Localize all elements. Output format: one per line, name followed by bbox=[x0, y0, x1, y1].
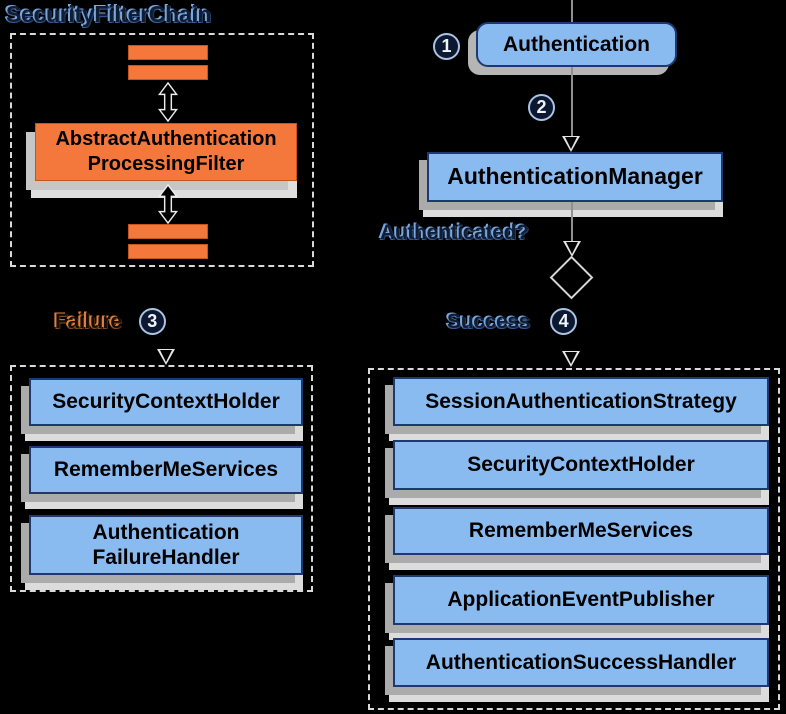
flow-line bbox=[571, 202, 573, 243]
double-arrow-icon bbox=[158, 184, 178, 224]
authentication-manager-node: AuthenticationManager bbox=[427, 152, 723, 202]
security-context-holder-node: SecurityContextHolder bbox=[29, 378, 303, 426]
flow-line bbox=[571, 0, 573, 23]
security-filter-chain-box: AbstractAuthentication ProcessingFilter bbox=[10, 33, 314, 267]
filter-node-line-1: AbstractAuthentication bbox=[55, 128, 277, 150]
node-label-line-1: Authentication bbox=[92, 520, 240, 544]
step-2-badge: 2 bbox=[528, 94, 555, 121]
authentication-failure-handler-node: Authentication FailureHandler bbox=[29, 515, 303, 575]
filter-bar bbox=[128, 224, 208, 239]
filter-node-line-2: ProcessingFilter bbox=[87, 153, 245, 175]
down-arrowhead-icon bbox=[562, 136, 580, 152]
down-arrowhead-icon bbox=[563, 241, 581, 257]
node-label: ApplicationEventPublisher bbox=[447, 588, 715, 612]
node-label: SecurityContextHolder bbox=[52, 390, 280, 414]
node-label-line-2: FailureHandler bbox=[92, 546, 240, 569]
down-arrowhead-icon bbox=[157, 349, 175, 365]
failure-label: Failure bbox=[55, 309, 122, 333]
double-arrow-icon bbox=[158, 82, 178, 122]
remember-me-services-node: RememberMeServices bbox=[393, 507, 769, 555]
node-label: RememberMeServices bbox=[53, 458, 279, 482]
abstract-authentication-processing-filter-node: AbstractAuthentication ProcessingFilter bbox=[35, 123, 297, 181]
authentication-node-label: Authentication bbox=[503, 32, 650, 56]
step-1-badge: 1 bbox=[433, 33, 460, 60]
remember-me-services-node: RememberMeServices bbox=[29, 446, 303, 494]
flow-line bbox=[571, 67, 573, 137]
session-authentication-strategy-node: SessionAuthenticationStrategy bbox=[393, 377, 769, 426]
filter-bar bbox=[128, 65, 208, 80]
success-branch-label: Success 4 bbox=[447, 308, 578, 335]
failure-handlers-box: SecurityContextHolder RememberMeServices… bbox=[10, 365, 313, 592]
node-label: RememberMeServices bbox=[468, 519, 694, 543]
authenticated-question-label: Authenticated? bbox=[380, 221, 529, 244]
decision-diamond bbox=[549, 255, 594, 300]
authentication-node: Authentication bbox=[476, 22, 677, 67]
node-label: AuthenticationSuccessHandler bbox=[425, 650, 737, 674]
success-label: Success bbox=[447, 309, 531, 333]
filter-bar bbox=[128, 244, 208, 259]
authentication-success-handler-node: AuthenticationSuccessHandler bbox=[393, 638, 769, 687]
failure-branch-label: Failure 3 bbox=[55, 308, 166, 335]
node-label: SecurityContextHolder bbox=[467, 453, 695, 477]
node-label: SessionAuthenticationStrategy bbox=[425, 389, 737, 413]
step-4-badge: 4 bbox=[550, 308, 578, 335]
filter-bar bbox=[128, 45, 208, 60]
authentication-manager-label: AuthenticationManager bbox=[447, 163, 703, 190]
down-arrowhead-icon bbox=[562, 351, 580, 367]
success-handlers-box: SessionAuthenticationStrategy SecurityCo… bbox=[368, 368, 780, 710]
security-context-holder-node: SecurityContextHolder bbox=[393, 440, 769, 490]
application-event-publisher-node: ApplicationEventPublisher bbox=[393, 575, 769, 625]
step-3-badge: 3 bbox=[138, 308, 166, 335]
security-filter-chain-title: SecurityFilterChain bbox=[6, 1, 212, 27]
